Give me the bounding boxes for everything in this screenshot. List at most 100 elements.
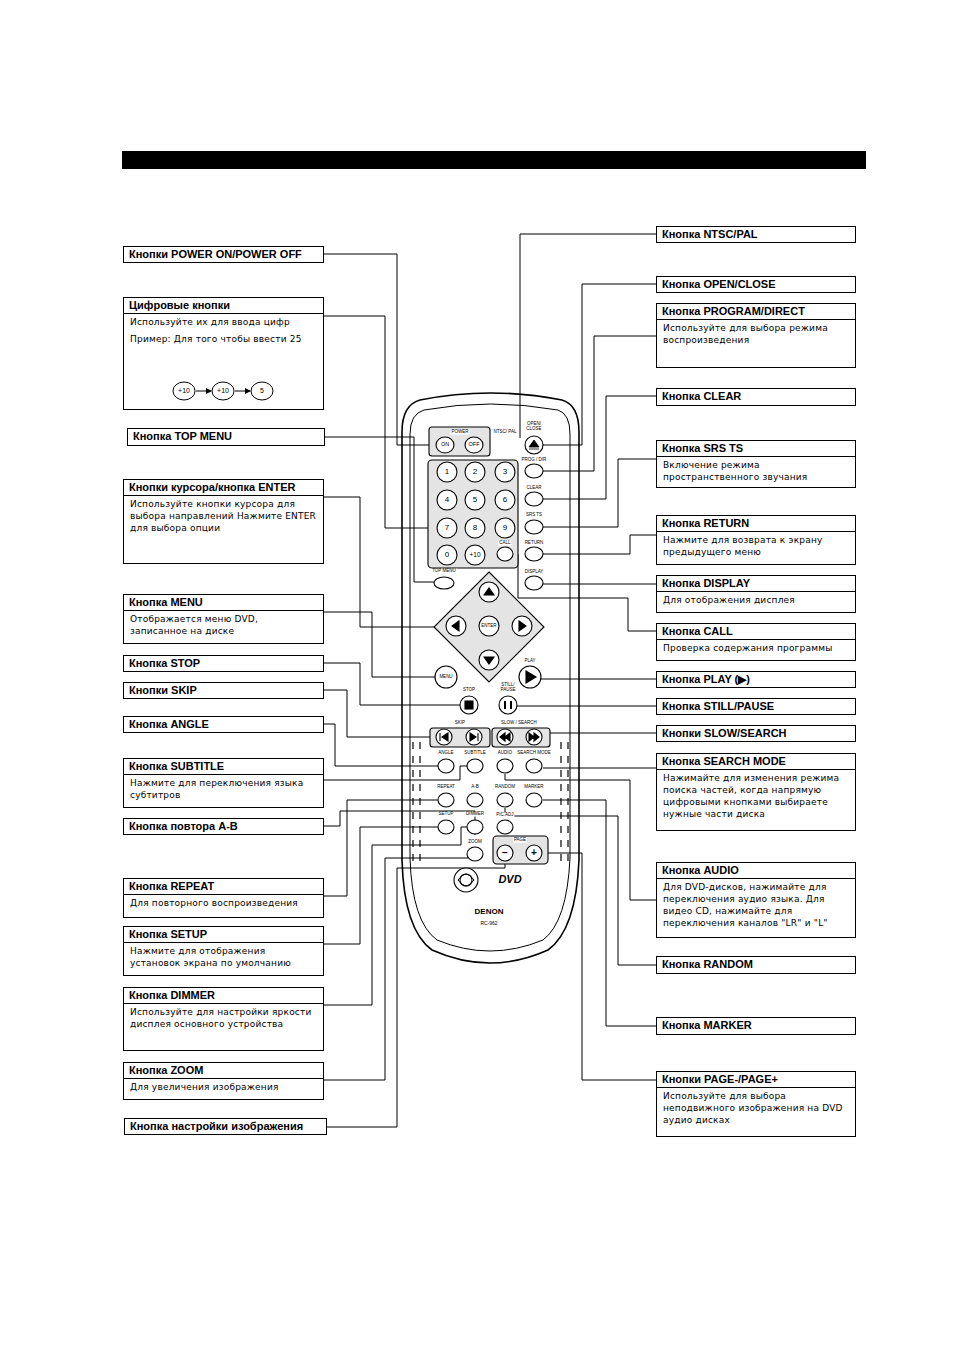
remote-buttons	[484, 657, 494, 664]
grip-mark	[567, 826, 568, 833]
callout-box: Кнопка SEARCH MODEНажимайте для изменени…	[656, 753, 856, 831]
leader-lines	[324, 724, 438, 766]
grip-mark	[560, 756, 561, 763]
callout-box: Кнопка OPEN/CLOSE	[656, 276, 856, 293]
remote-buttons	[465, 490, 485, 510]
remote-buttons	[467, 759, 483, 773]
example-sequence	[196, 391, 211, 392]
callout-box: Кнопка AUDIOДля DVD-дисков, нажимайте дл…	[656, 862, 856, 938]
box-description: Нажмите для возврата к экрану предыдущег…	[657, 532, 855, 561]
remote-buttons	[525, 436, 543, 454]
grip-mark	[412, 798, 413, 805]
button-caption: DVD	[497, 874, 522, 886]
remote-buttons	[525, 492, 543, 506]
button-caption: OFF	[468, 442, 481, 448]
remote-buttons	[438, 820, 454, 834]
grip-mark	[560, 784, 561, 791]
remote-buttons	[465, 545, 485, 565]
remote-buttons	[497, 759, 513, 773]
button-caption: +10	[468, 552, 481, 559]
callout-box: Кнопка DISPLAYДля отображения дисплея	[656, 575, 856, 613]
remote-buttons	[479, 616, 499, 636]
callout-box: Кнопка MENUОтображается меню DVD, записа…	[123, 594, 324, 644]
leader-lines	[541, 679, 656, 680]
box-heading: Кнопка PROGRAM/DIRECT	[657, 304, 855, 320]
box-description: Проверка содержания программы	[657, 640, 855, 657]
button-caption: MENU	[438, 675, 453, 680]
box-heading: Кнопка повтора A-B	[124, 819, 323, 834]
callout-box: Кнопка STILL/PAUSE	[656, 698, 856, 715]
remote-buttons	[526, 793, 542, 807]
box-heading: Кнопка SRS TS	[657, 441, 855, 457]
callout-box: Кнопка PROGRAM/DIRECTИспользуйте для выб…	[656, 303, 856, 368]
box-heading: Кнопки POWER ON/POWER OFF	[124, 247, 323, 262]
button-caption: ENTER	[480, 624, 497, 629]
grip-mark	[560, 840, 561, 847]
remote-buttons	[428, 427, 550, 892]
remote-buttons	[529, 733, 539, 741]
remote-buttons	[525, 576, 543, 590]
remote-buttons	[438, 793, 454, 807]
remote-buttons	[430, 728, 490, 747]
button-caption: 4	[444, 496, 450, 504]
remote-buttons	[512, 616, 532, 636]
callout-box: Кнопка PLAY (▶)	[656, 671, 856, 688]
grip-mark	[412, 840, 413, 847]
box-description: Для отображения дисплея	[657, 592, 855, 609]
box-heading: Кнопка MENU	[124, 595, 323, 611]
grip-mark	[560, 770, 561, 777]
header-bar	[122, 151, 866, 169]
example-sequence	[173, 382, 195, 400]
grip-mark	[567, 840, 568, 847]
leader-lines	[543, 535, 656, 554]
button-caption: REPEAT	[436, 785, 456, 790]
remote-buttons	[465, 437, 483, 453]
button-caption: SEARCH MODE	[516, 751, 552, 756]
remote-buttons	[465, 518, 485, 538]
box-heading: Кнопки PAGE-/PAGE+	[657, 1072, 855, 1088]
box-heading: Кнопка CLEAR	[657, 389, 855, 404]
grip-mark	[412, 812, 413, 819]
leader-lines	[543, 396, 656, 499]
example-key: +10	[216, 387, 230, 394]
button-caption: 0	[444, 551, 450, 559]
box-heading: Кнопка настройки изображения	[125, 1119, 326, 1134]
remote-buttons	[466, 729, 482, 745]
box-description: Включение режима пространственного звуча…	[657, 457, 855, 486]
grip-mark	[419, 742, 420, 749]
remote-buttons	[529, 440, 539, 449]
box-description: Для DVD-дисков, нажимайте для переключен…	[657, 879, 855, 932]
grip-mark	[412, 756, 413, 763]
button-caption: CLEAR	[525, 486, 542, 491]
button-caption: SKIP	[454, 721, 466, 726]
callout-box: Кнопка ANGLE	[123, 716, 324, 733]
remote-buttons	[428, 460, 518, 568]
button-caption: A-B	[470, 785, 480, 790]
remote-buttons	[525, 547, 543, 561]
grip-mark	[567, 854, 568, 861]
example-sequence	[173, 382, 273, 400]
box-description: Нажмите для переключения языка субтитров	[124, 775, 323, 804]
remote-buttons	[526, 729, 542, 745]
leader-lines	[543, 284, 656, 445]
box-heading: Кнопка STOP	[124, 656, 323, 671]
callout-box: Кнопка SRS TSВключение режима пространст…	[656, 440, 856, 488]
remote-buttons	[458, 874, 474, 886]
leader-lines	[324, 663, 460, 705]
remote-buttons	[434, 577, 454, 589]
remote-buttons	[437, 545, 457, 565]
button-caption: CALL	[498, 541, 511, 546]
callout-box: Кнопка CLEAR	[656, 388, 856, 406]
remote-buttons	[467, 820, 483, 834]
callout-box: Кнопки POWER ON/POWER OFF	[123, 246, 324, 263]
box-heading: Кнопка MARKER	[657, 1018, 855, 1033]
callout-box: Кнопка CALLПроверка содержания программы	[656, 623, 856, 661]
remote-buttons	[526, 759, 542, 773]
grip-mark	[419, 784, 420, 791]
button-caption: 3	[502, 468, 508, 476]
leader-lines	[327, 861, 505, 1127]
button-caption: 1	[444, 468, 450, 476]
